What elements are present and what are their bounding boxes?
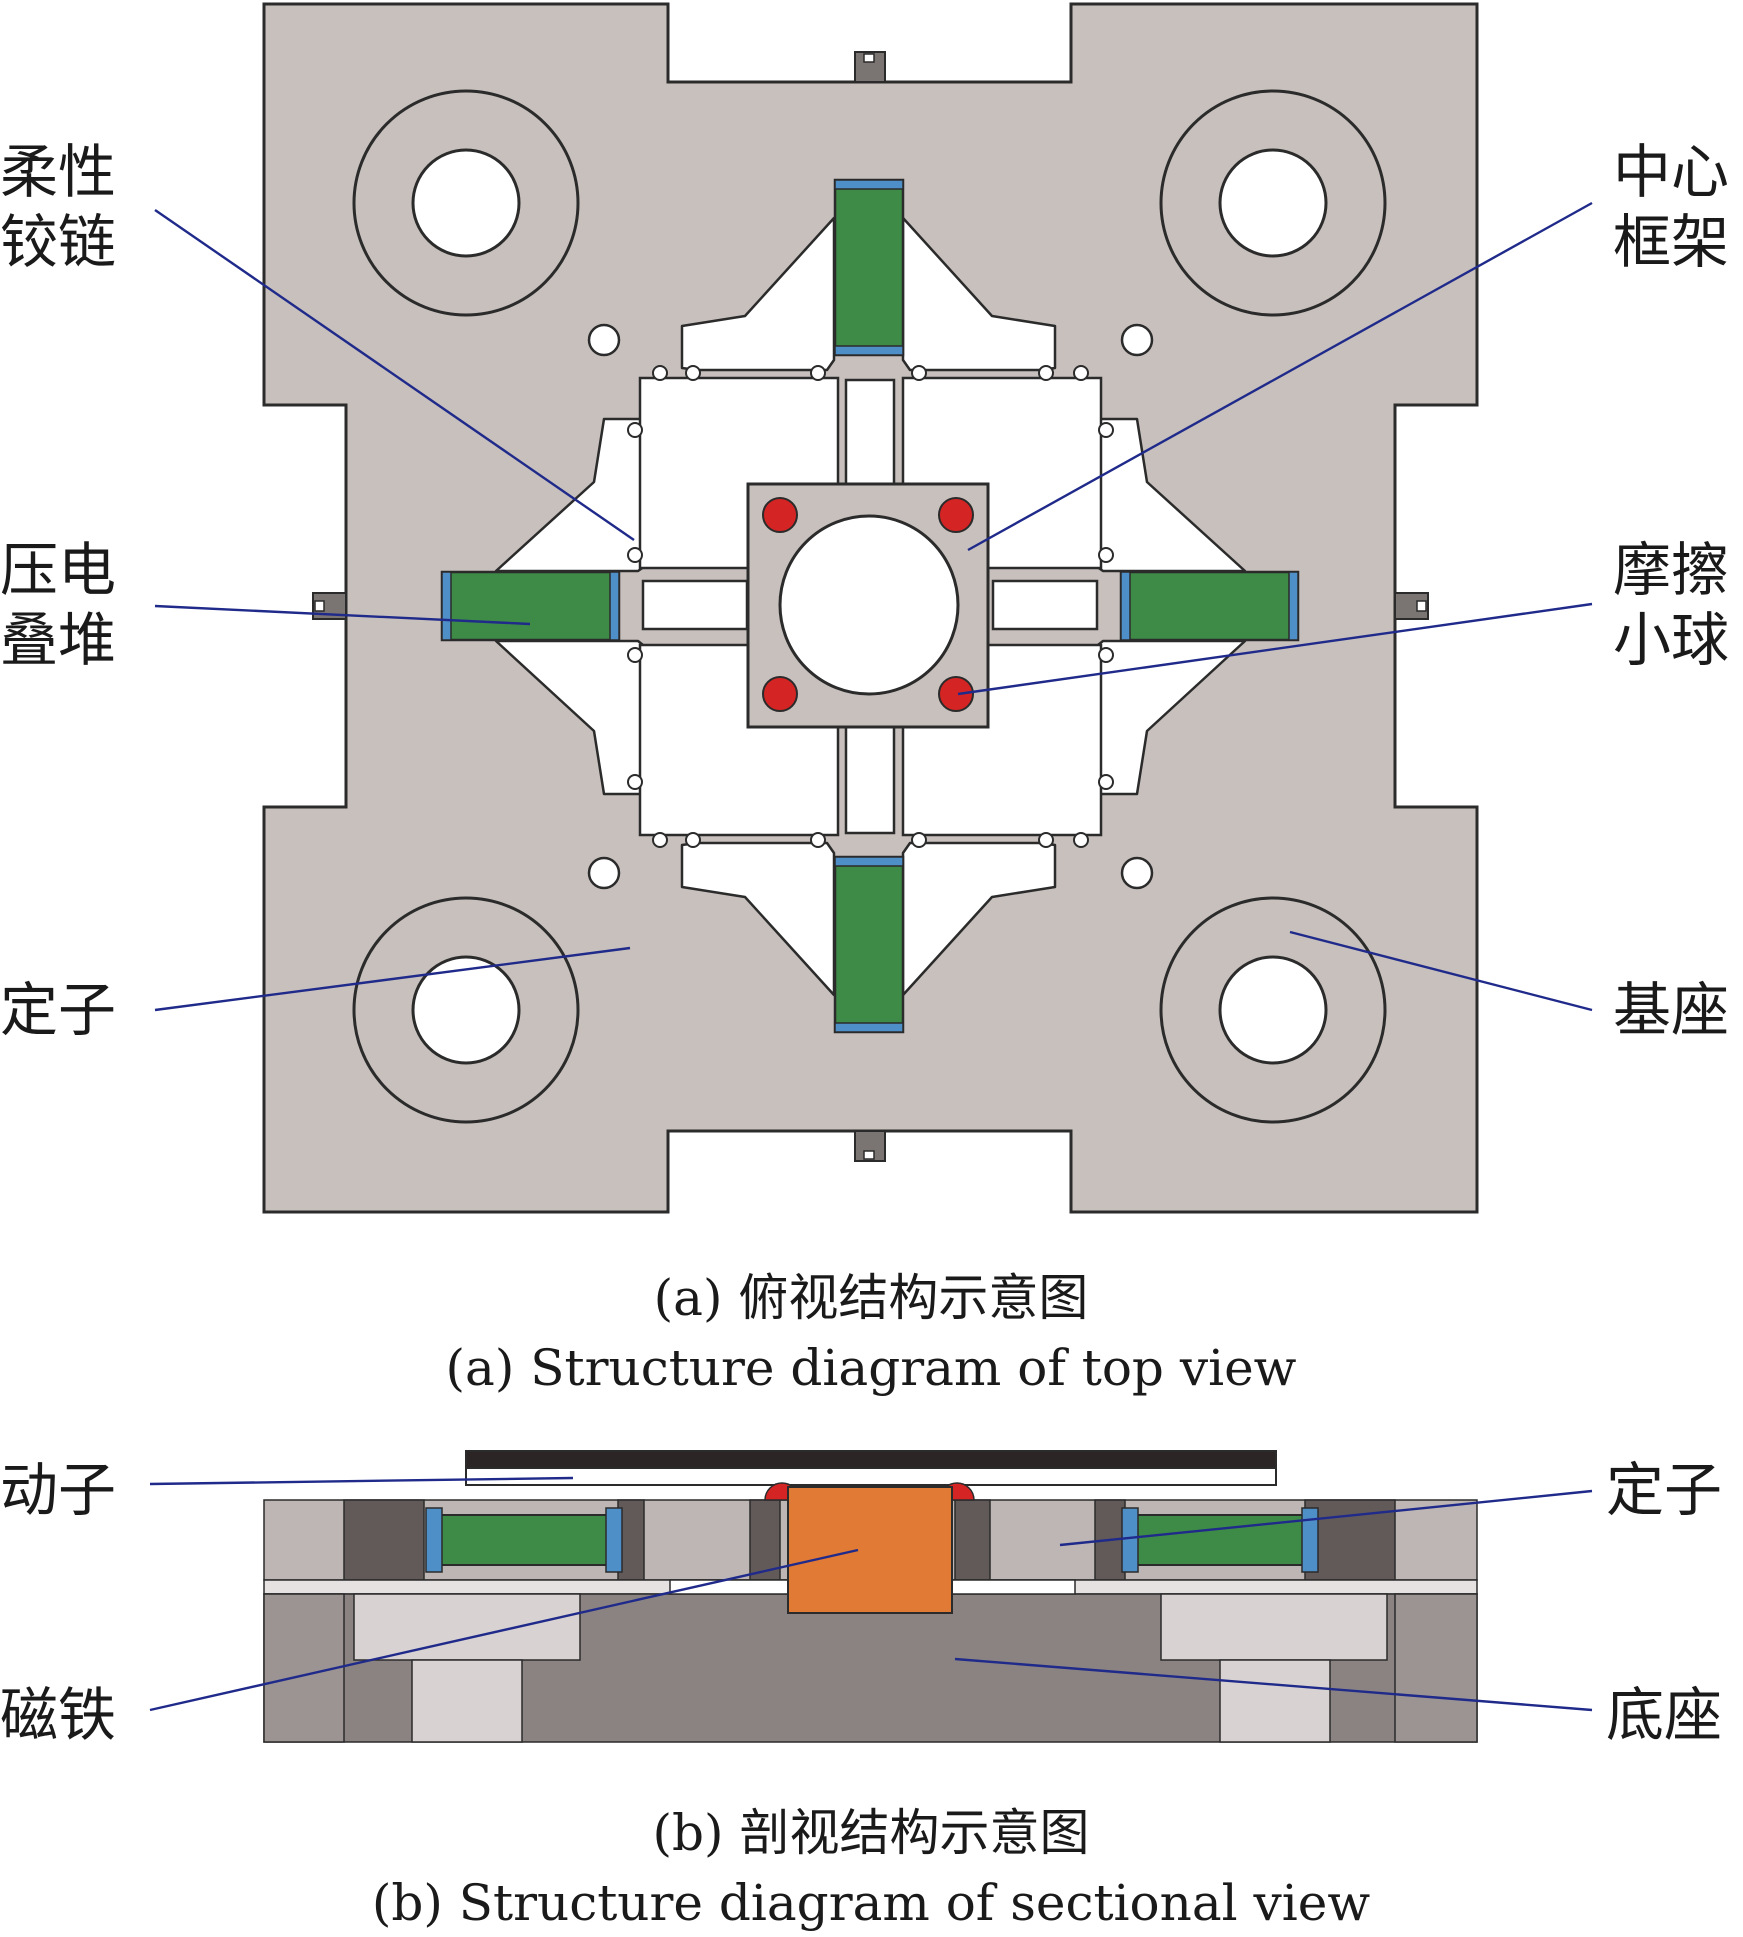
friction-ball [938,676,974,712]
leader-piezo-stack [154,604,531,626]
mounting-ring-top-right [1159,89,1387,317]
leader-section-stator [1059,1489,1593,1547]
label-section-base: 底座 [1606,1681,1722,1749]
leader-center-frame [967,201,1593,552]
label-section-stator: 定子 [1606,1456,1722,1524]
section-view: 动子 定子 磁铁 底座 (b) 剖视结构示意图 (b) Structure di… [0,1450,1722,1932]
leader-section-base [954,1657,1593,1712]
label-flexure-hinge: 柔性 铰链 [0,138,134,276]
piezo-stack-bottom [833,855,905,1034]
caption-section-en: (b) Structure diagram of sectional view [372,1874,1371,1932]
mover [465,1450,1277,1486]
friction-ball [938,497,974,533]
label-magnet: 磁铁 [0,1681,116,1749]
leader-base [1289,930,1593,1012]
edge-clamp-bottom [854,1130,886,1162]
friction-ball [762,497,798,533]
mounting-ring-bottom-right [1159,896,1387,1124]
small-hole [587,323,621,357]
edge-clamp-top [854,51,886,83]
leader-magnet [149,1548,859,1712]
edge-clamp-right [1394,592,1429,620]
mounting-ring-bottom-left [352,896,580,1124]
label-friction-ball: 摩擦 小球 [1613,536,1743,674]
small-hole [587,856,621,890]
label-center-frame: 中心 框架 [1613,138,1743,276]
piezo-stack-top [833,178,905,357]
leader-friction-ball [957,602,1593,696]
hinge-notches [627,365,1114,848]
mounting-ring-top-left [352,89,580,317]
leader-stator [154,946,631,1012]
label-mover: 动子 [0,1456,116,1524]
label-base: 基座 [1613,976,1729,1044]
small-hole [1120,856,1154,890]
caption-top-cn: (a) 俯视结构示意图 [654,1269,1089,1327]
piezo-stack-right [1119,570,1300,642]
leader-flexure-hinge [154,209,635,541]
friction-ball [762,676,798,712]
friction-balls [762,497,974,712]
piezo-stack-section-left [425,1507,623,1573]
caption-section-cn: (b) 剖视结构示意图 [653,1804,1090,1862]
piezo-stack-section-right [1121,1507,1319,1573]
section-base [263,1579,1478,1743]
label-piezo-stack: 压电 叠堆 [0,536,134,674]
label-stator: 定子 [0,976,116,1044]
small-hole [1120,323,1154,357]
leader-mover [149,1476,574,1486]
caption-top-en: (a) Structure diagram of top view [446,1339,1297,1397]
top-view: 柔性 铰链 中心 框架 压电 叠堆 摩擦 小球 定子 基座 (a) 俯视结构示意… [0,2,1743,1397]
piezo-stack-left [440,570,621,642]
magnet [787,1486,953,1614]
